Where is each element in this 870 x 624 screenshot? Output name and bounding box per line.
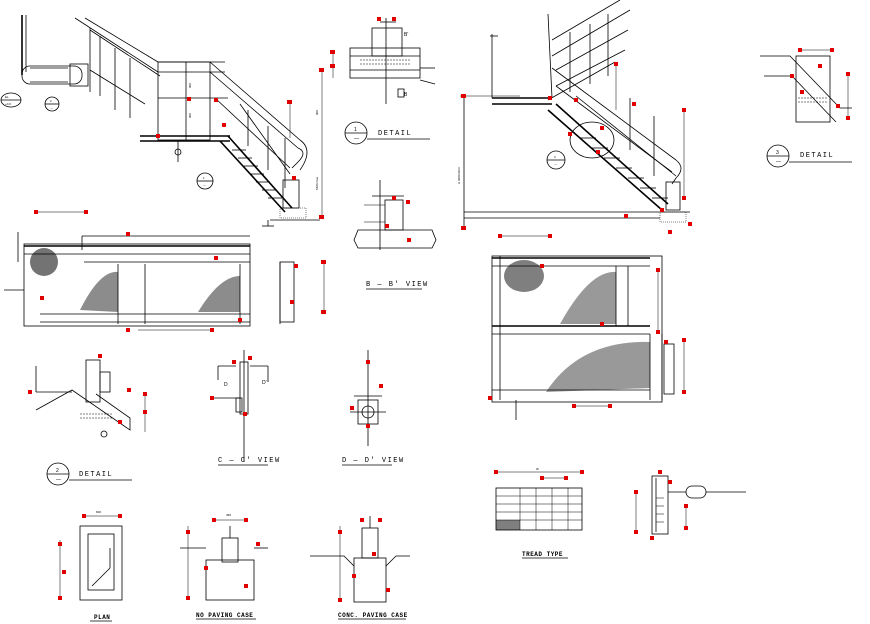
dd-view-label: D — D' VIEW [342, 457, 405, 465]
detail-3-sub: — [776, 159, 781, 165]
tag-b: B [404, 92, 408, 98]
tag-d-prime: D' [262, 380, 267, 386]
dim-no-paving-450: 450 [226, 513, 231, 517]
detail-3-number: 3 [776, 150, 779, 156]
dim-height-left: 5400 max [315, 176, 319, 190]
stair-elevation-right: H 6000 MAX 3 — [457, 0, 692, 234]
plan-label: PLAN [94, 614, 110, 621]
detail-1-drawing: B' B 1 — DETAIL [330, 17, 436, 145]
tread-type-label: TREAD TYPE [522, 551, 563, 558]
no-paving-case-drawing: 450 NO PAVING CASE [180, 513, 268, 620]
bb-view-drawing: B — B' VIEW [353, 180, 437, 290]
detail-2-label: DETAIL [79, 471, 113, 479]
detail-2-drawing: 2 — DETAIL [28, 354, 147, 486]
detail-3-drawing: 3 — DETAIL [760, 48, 852, 168]
cc-view-label: C — C' VIEW [218, 457, 281, 465]
dim-rail-a: 900 [188, 83, 192, 88]
footing-plan-drawing: 600 PLAN [58, 510, 123, 622]
dd-view-drawing: D — D' VIEW [342, 350, 405, 466]
tag-b-prime: B' [404, 32, 408, 38]
cc-view-drawing: D D' C — C' VIEW [210, 350, 281, 466]
grating-hatch-plan [80, 271, 240, 312]
dim-height-right: H 6000 MAX [457, 167, 461, 184]
el-bubble-top: EL [5, 95, 9, 99]
conc-paving-label: CONC. PAVING CASE [338, 612, 408, 619]
callout-2-sub: — [50, 106, 53, 110]
callout-2-number: 2 [50, 99, 52, 103]
el-bubble-bottom: +0.0 [5, 102, 11, 106]
dim-height-left-inner: 900 [315, 110, 319, 115]
tread-width: W [536, 467, 539, 471]
stair-plan-left [4, 210, 326, 332]
dim-plan-600: 600 [96, 510, 101, 514]
callout-1-number: 1 [203, 176, 205, 180]
tag-d: D [224, 382, 228, 388]
detail-1-number: 1 [354, 127, 357, 133]
conc-paving-case-drawing: CONC. PAVING CASE [310, 516, 410, 620]
detail-2-sub: — [56, 477, 61, 483]
callout-3-number: 3 [554, 155, 556, 159]
nosing-detail-drawing [634, 470, 746, 540]
tread-lines-right [580, 137, 668, 199]
bb-view-label: B — B' VIEW [366, 281, 429, 289]
tread-type-drawing: W TREAD TYPE [494, 467, 584, 559]
detail-2-number: 2 [56, 468, 59, 474]
detail-1-sub: — [354, 136, 359, 142]
stair-plan-right [488, 234, 686, 420]
detail-3-label: DETAIL [800, 152, 834, 160]
dim-rail-b: 900 [188, 113, 192, 118]
tread-lines-left [232, 149, 282, 199]
callout-1-sub: — [203, 183, 206, 187]
stair-elevation-left: 5400 max 900 900 900 EL +0.0 2 — 1 — [0, 15, 324, 227]
no-paving-label: NO PAVING CASE [196, 612, 253, 619]
detail-1-label: DETAIL [378, 130, 412, 138]
callout-3-sub: — [554, 162, 557, 166]
